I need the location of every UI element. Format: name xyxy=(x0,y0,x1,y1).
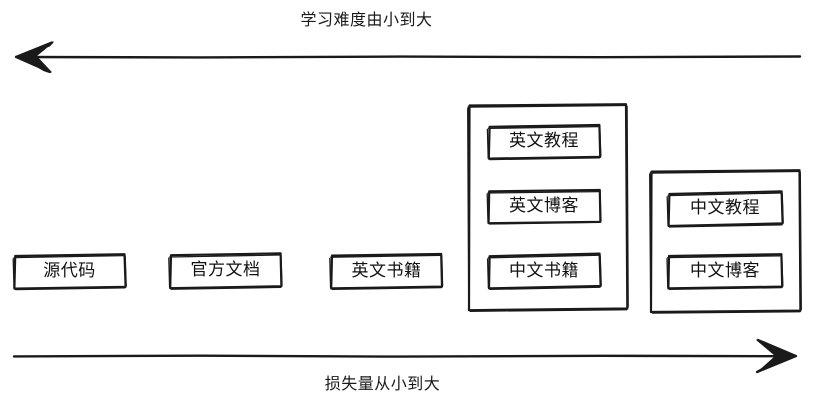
arrow-left-icon-fill xyxy=(14,41,54,73)
node-outline xyxy=(487,123,602,160)
node-outline xyxy=(169,252,283,290)
node-outline-sketch xyxy=(486,254,602,291)
group-outline-sketch xyxy=(649,170,802,314)
node-box-english-tutorial[interactable] xyxy=(486,123,602,161)
node-outline xyxy=(13,253,127,290)
node-label-chinese-blog: 中文博客 xyxy=(690,260,760,281)
node-outline xyxy=(487,252,602,290)
node-box-english-books[interactable] xyxy=(329,252,444,291)
group-outline-sketch xyxy=(467,104,629,312)
node-outline xyxy=(667,190,784,228)
node-label-source-code: 源代码 xyxy=(43,260,96,281)
node-box-chinese-blog[interactable] xyxy=(666,253,784,291)
top-axis-line xyxy=(16,55,802,59)
node-label-english-blog: 英文博客 xyxy=(509,196,579,216)
node-label-chinese-books: 中文书籍 xyxy=(509,260,579,281)
node-label-chinese-tutorial: 中文教程 xyxy=(690,198,760,218)
bottom-axis xyxy=(12,338,798,374)
node-box-chinese-books[interactable] xyxy=(486,252,602,291)
node-label-english-books: 英文书籍 xyxy=(351,260,422,281)
top-axis-label: 学习难度由小到大 xyxy=(300,10,433,29)
node-outline xyxy=(330,252,444,290)
node-outline xyxy=(487,188,602,225)
node-outline-sketch xyxy=(12,254,127,291)
node-outline-sketch xyxy=(486,125,602,161)
node-outline-sketch xyxy=(666,255,784,291)
node-box-english-blog[interactable] xyxy=(486,188,602,225)
node-outline xyxy=(667,253,784,290)
node-box-official-docs[interactable] xyxy=(168,252,283,290)
arrow-right-icon-fill xyxy=(756,339,798,373)
node-outline-sketch xyxy=(666,192,784,228)
bottom-axis-line xyxy=(12,354,792,358)
bottom-axis-label: 损失量从小到大 xyxy=(324,374,441,393)
node-box-chinese-tutorial[interactable] xyxy=(666,190,784,228)
top-axis xyxy=(14,41,802,74)
node-outline-sketch xyxy=(486,190,602,225)
node-box-source-code[interactable] xyxy=(12,253,127,291)
node-outline-sketch xyxy=(168,254,283,290)
node-outline-sketch xyxy=(329,254,444,291)
node-label-official-docs: 官方文档 xyxy=(190,259,261,280)
node-label-english-tutorial: 英文教程 xyxy=(509,131,579,151)
